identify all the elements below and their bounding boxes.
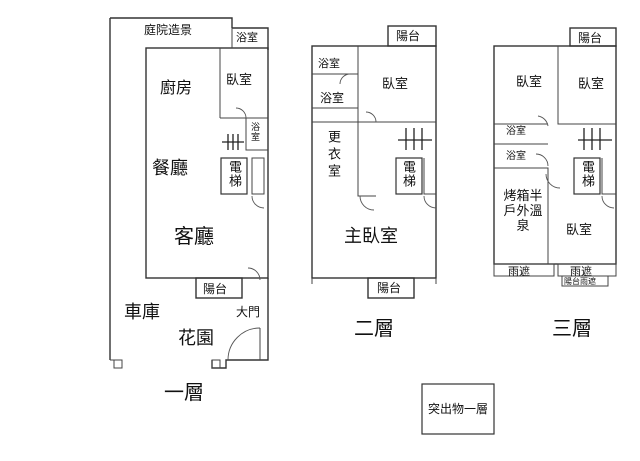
floor1-bath-top-label: 浴室 [236, 31, 258, 44]
floor2-bath-2-label: 浴室 [320, 91, 345, 105]
floor1-caption: 一層 [164, 380, 204, 404]
floor1-elevator-label: 電梯 [226, 160, 241, 188]
legend-note: 突出物一層 [428, 402, 489, 416]
floor3-caption: 三層 [552, 316, 592, 340]
garage-label: 車庫 [124, 302, 160, 323]
floor1-plan [109, 17, 269, 369]
master-bedroom-label: 主臥室 [344, 226, 398, 247]
floor2-plan [311, 25, 437, 299]
floor3-bedroom-bottom-label: 臥室 [566, 223, 593, 238]
floor1-bedroom-label: 臥室 [226, 73, 253, 88]
floor3-bedroom-right-label: 臥室 [578, 77, 605, 92]
floor1-balcony-label: 陽台 [203, 282, 228, 296]
floor2-balcony-top-label: 陽台 [396, 29, 421, 43]
floor3-plan [493, 27, 617, 287]
sauna-hot-spring-label: 烤箱半戶外溫泉 [503, 189, 543, 234]
floor2-caption: 二層 [354, 316, 394, 340]
floor3-bath-2-label: 浴室 [506, 151, 526, 162]
dining-label: 餐廳 [152, 158, 188, 179]
floor3-balcony-top-label: 陽台 [578, 31, 603, 45]
floor1-bath-small-label: 浴室 [249, 122, 259, 142]
garden-label: 花園 [178, 328, 214, 349]
floor3-elevator-label: 電梯 [579, 160, 594, 188]
floor2-bath-1-label: 浴室 [318, 57, 340, 70]
floor3-balcony-canopy-label: 陽台雨遮 [564, 277, 596, 286]
living-room-label: 客廳 [174, 224, 214, 248]
floor2-balcony-bottom-label: 陽台 [377, 281, 402, 295]
floor3-canopy-right-label: 雨遮 [570, 265, 592, 278]
closet-label: 更衣室 [325, 130, 340, 181]
main-door-label: 大門 [236, 305, 261, 319]
floor2-bedroom-label: 臥室 [382, 77, 409, 92]
kitchen-label: 廚房 [160, 78, 193, 97]
floor3-bath-1-label: 浴室 [506, 126, 526, 137]
floor3-bedroom-left-label: 臥室 [516, 75, 543, 90]
legend-box [421, 383, 495, 435]
courtyard-label: 庭院造景 [144, 23, 193, 37]
floor3-canopy-left-label: 雨遮 [508, 265, 530, 278]
floor2-elevator-label: 電梯 [400, 160, 415, 188]
